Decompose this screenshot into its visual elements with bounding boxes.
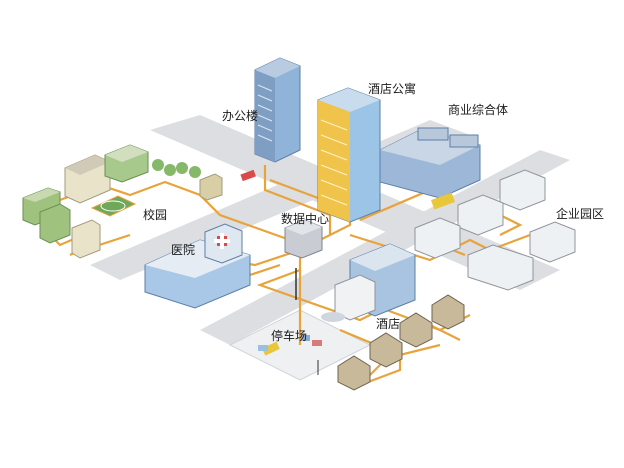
enterprise-park-buildings (414, 169, 576, 291)
label-hotel-apartment: 酒店公寓 (368, 82, 417, 96)
hotel-apartment-tower (317, 87, 381, 223)
campus-buildings (22, 144, 223, 259)
hospital-building (144, 223, 251, 309)
label-hotel: 酒店 (376, 317, 401, 331)
office-tower (254, 57, 301, 163)
data-center-building (284, 219, 323, 259)
label-enterprise-park: 企业园区 (556, 207, 605, 221)
label-parking: 停车场 (271, 329, 308, 343)
commercial-complex (379, 127, 481, 199)
hotel-building (321, 243, 416, 322)
label-campus: 校园 (143, 208, 168, 222)
label-hospital: 医院 (171, 243, 196, 257)
houses (337, 294, 465, 391)
label-data-center: 数据中心 (281, 212, 330, 226)
label-office: 办公楼 (222, 109, 259, 123)
label-commercial-complex: 商业综合体 (448, 103, 509, 117)
car (240, 169, 256, 182)
